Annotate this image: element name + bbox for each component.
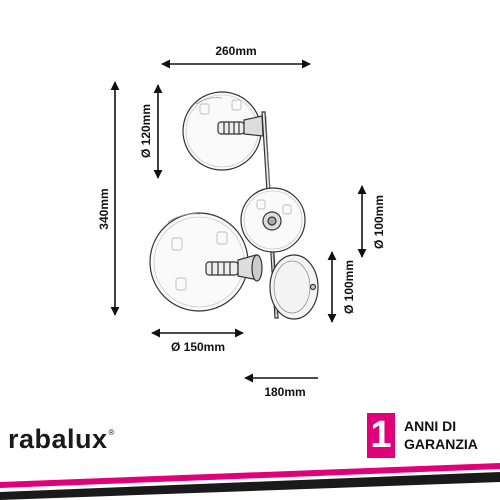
decorative-stripes: [0, 463, 500, 500]
label-height-total: 340mm: [97, 188, 111, 229]
dimension-lines: [110, 59, 367, 383]
brand-name: rabalux: [8, 424, 108, 454]
label-middle-globe: Ø 100mm: [372, 195, 386, 249]
label-lower-globe: Ø 100mm: [342, 260, 356, 314]
brand-logo: rabalux®: [8, 424, 115, 455]
warranty-years-badge: 1: [367, 413, 395, 458]
label-width-total: 260mm: [215, 44, 256, 58]
label-bottom-globe: Ø 150mm: [171, 340, 225, 354]
lamp-drawing: [149, 91, 319, 320]
warranty-text: ANNI DI GARANZIA: [404, 417, 478, 453]
globe-middle: [240, 187, 306, 253]
label-top-globe: Ø 120mm: [139, 104, 153, 158]
globe-bottom: [149, 212, 263, 312]
registered-mark: ®: [108, 428, 115, 437]
warranty-line-2: GARANZIA: [404, 436, 478, 452]
globe-top: [182, 91, 264, 171]
warranty-line-1: ANNI DI: [404, 418, 457, 434]
label-depth: 180mm: [264, 385, 305, 399]
